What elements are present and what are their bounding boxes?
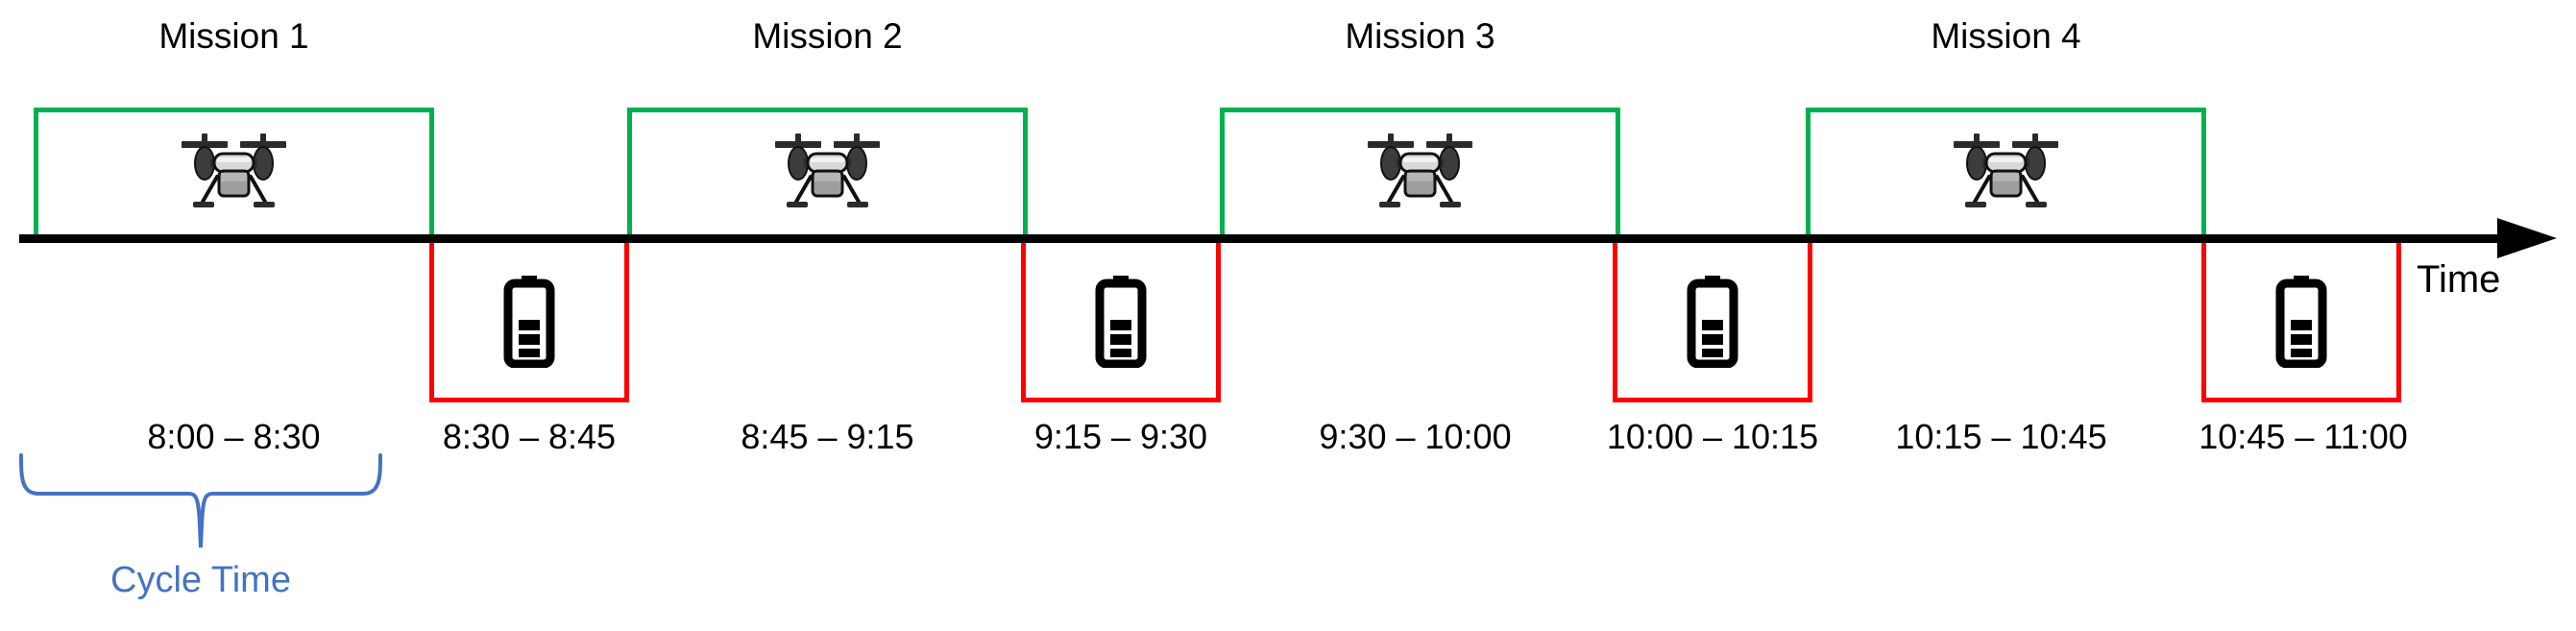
- charge-box-4: [2201, 239, 2401, 402]
- mission-box-4: [1806, 108, 2206, 239]
- charge-time-label-4: 10:45 – 11:00: [2199, 417, 2408, 456]
- cycle-time-brace: [19, 453, 382, 548]
- drone-icon: [1368, 133, 1472, 207]
- mission-box-1: [34, 108, 434, 239]
- charge-box-1: [429, 239, 629, 402]
- drone-icon: [775, 133, 880, 207]
- mission-time-label-4: 10:15 – 10:45: [1895, 417, 2107, 456]
- mission-time-label-1: 8:00 – 8:30: [147, 417, 321, 456]
- mission-time-label-2: 8:45 – 9:15: [741, 417, 914, 456]
- charge-time-label-2: 9:15 – 9:30: [1033, 417, 1208, 456]
- cycle-time-label: Cycle Time: [110, 560, 291, 600]
- battery-icon: [503, 276, 555, 368]
- battery-icon: [1687, 276, 1738, 368]
- mission-box-2: [627, 108, 1028, 239]
- charge-time-label-3: 10:00 – 10:15: [1606, 417, 1819, 456]
- mission-box-3: [1220, 108, 1620, 239]
- drone-icon: [1954, 133, 2058, 207]
- battery-icon: [1095, 276, 1147, 368]
- timeline-axis: [19, 234, 2516, 243]
- charge-box-2: [1021, 239, 1221, 402]
- charge-box-3: [1613, 239, 1812, 402]
- mission-time-label-3: 9:30 – 10:00: [1319, 417, 1512, 456]
- charge-time-label-1: 8:30 – 8:45: [442, 417, 617, 456]
- mission-label-2: Mission 2: [752, 16, 903, 56]
- mission-label-4: Mission 4: [1931, 16, 2081, 56]
- axis-label-time: Time: [2417, 258, 2501, 301]
- mission-label-3: Mission 3: [1345, 16, 1495, 56]
- mission-label-1: Mission 1: [158, 16, 309, 56]
- battery-icon: [2275, 276, 2327, 368]
- drone-icon: [182, 133, 286, 207]
- axis-arrow-icon: [2497, 218, 2557, 258]
